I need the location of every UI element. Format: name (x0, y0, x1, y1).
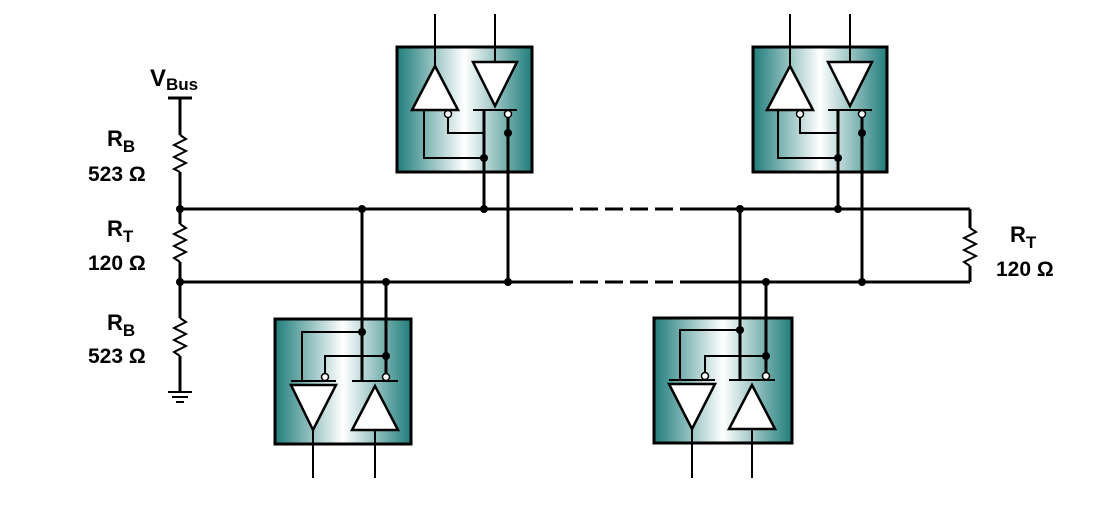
ground-symbol (168, 356, 192, 403)
rb-bottom-label: RB (107, 310, 135, 340)
rt-left-value: 120 Ω (88, 252, 146, 275)
resistor-rt-left (171, 223, 189, 263)
rb-top-value: 523 Ω (88, 163, 146, 186)
resistor-rt-right (961, 209, 979, 282)
resistor-rb-top (171, 134, 189, 173)
transceiver-bottom-right (652, 205, 794, 478)
transceiver-top-left (395, 14, 534, 286)
transceiver-bottom-left (273, 205, 413, 478)
transceiver-top-right (751, 14, 889, 286)
rt-left-label: RT (107, 216, 134, 246)
driver-triangle (288, 383, 339, 433)
rt-right-label: RT (1010, 222, 1037, 252)
junction-dot (176, 205, 184, 213)
driver-triangle (470, 60, 520, 109)
vbus-supply (168, 96, 192, 135)
driver-triangle (825, 60, 875, 109)
junction-dot (176, 278, 184, 286)
rb-top-label: RB (107, 126, 135, 156)
driver-triangle (666, 382, 718, 432)
receiver-triangle (409, 63, 461, 112)
resistor-rb-bottom (171, 317, 189, 357)
vbus-label: VBus (150, 65, 198, 94)
rb-bottom-value: 523 Ω (88, 345, 146, 368)
rt-right-value: 120 Ω (996, 258, 1054, 281)
receiver-triangle (764, 63, 816, 112)
